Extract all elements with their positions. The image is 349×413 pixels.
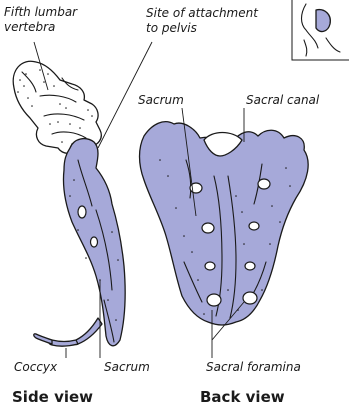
label-fifth-lumbar-line1: Fifth lumbar [4, 5, 78, 19]
label-sacrum-back: Sacrum [138, 93, 184, 107]
label-attachment-line1: Site of attachment [146, 6, 259, 20]
label-attachment-line2: to pelvis [146, 21, 197, 35]
side-view-caption: Side view [12, 388, 93, 406]
label-sacral-canal: Sacral canal [246, 93, 320, 107]
label-fifth-lumbar-line2: vertebra [4, 20, 55, 34]
inset-body-thumbnail [292, 0, 349, 60]
coccyx-bone [34, 318, 102, 346]
label-sacral-foramina: Sacral foramina [206, 360, 301, 374]
back-view-caption: Back view [200, 388, 285, 406]
label-sacrum-side: Sacrum [104, 360, 150, 374]
side-view-sacrum [34, 139, 125, 346]
label-coccyx: Coccyx [14, 360, 58, 374]
back-view-sacrum [140, 122, 309, 325]
